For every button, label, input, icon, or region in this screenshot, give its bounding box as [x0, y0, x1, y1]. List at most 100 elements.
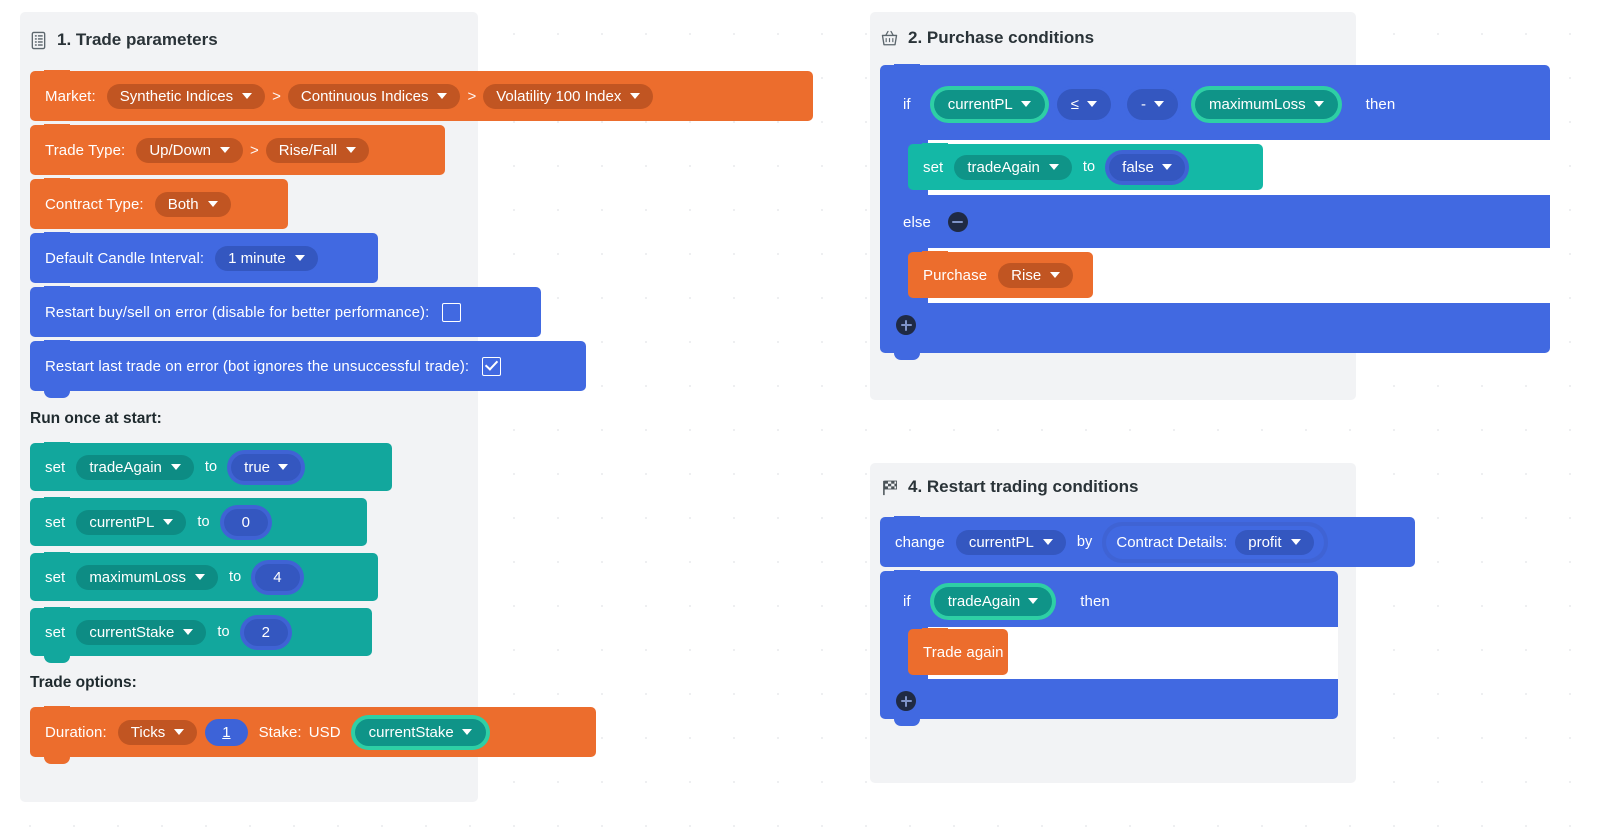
- chevron-down-icon: [195, 574, 205, 580]
- variable-dropdown-tradeAgain[interactable]: tradeAgain: [954, 154, 1072, 180]
- number-value[interactable]: 0: [241, 513, 250, 531]
- contract-type-label: Contract Type:: [45, 195, 144, 213]
- contract-type-dropdown[interactable]: Both: [154, 191, 231, 217]
- chevron-down-icon: [278, 464, 289, 470]
- block-contract-type[interactable]: Contract Type: Both: [30, 178, 288, 229]
- duration-label: Duration:: [45, 723, 107, 741]
- block-set-currentStake[interactable]: set currentStake to 2: [30, 607, 372, 663]
- by-keyword: by: [1076, 534, 1093, 550]
- duration-value-input[interactable]: 1: [205, 718, 248, 746]
- block-trade-again[interactable]: Trade again: [908, 628, 1008, 675]
- if-condition-socket[interactable]: tradeAgain: [929, 582, 1057, 620]
- comparison-operator-dropdown[interactable]: ≤: [1056, 88, 1111, 120]
- value-socket-number[interactable]: 2: [239, 614, 292, 650]
- contract-details-socket[interactable]: Contract Details: profit: [1102, 521, 1328, 563]
- candle-interval-label: Default Candle Interval:: [45, 249, 205, 267]
- condition-left-socket[interactable]: currentPL: [929, 85, 1049, 123]
- then-keyword: then: [1080, 592, 1110, 610]
- negation-operator-dropdown[interactable]: -: [1126, 88, 1178, 120]
- market-label: Market:: [45, 87, 96, 105]
- block-trade-options[interactable]: Duration: Ticks 1 Stake: USD currentStak…: [30, 706, 596, 764]
- block-set-maximumLoss[interactable]: set maximumLoss to 4: [30, 552, 378, 601]
- variable-dropdown-tradeAgain[interactable]: tradeAgain: [76, 454, 194, 480]
- chevron-down-icon: [207, 201, 218, 207]
- block-set-tradeAgain-false[interactable]: set tradeAgain to false: [908, 143, 1263, 190]
- stake-label: Stake:: [258, 723, 302, 741]
- number-value[interactable]: 2: [261, 623, 270, 641]
- block-restart-buysell-on-error[interactable]: Restart buy/sell on error (disable for b…: [30, 286, 541, 337]
- trade-type-dropdown-2[interactable]: Rise/Fall: [265, 137, 370, 163]
- restart-last-trade-checkbox[interactable]: [482, 356, 502, 376]
- market-dropdown-1[interactable]: Synthetic Indices: [106, 83, 266, 109]
- shopping-basket-icon: [880, 29, 899, 48]
- set-keyword: set: [45, 568, 66, 586]
- number-value[interactable]: 4: [273, 568, 282, 586]
- variable-dropdown-currentPL[interactable]: currentPL: [76, 509, 187, 535]
- chevron-down-icon: [1313, 101, 1324, 107]
- change-keyword: change: [895, 533, 945, 551]
- market-separator-1: >: [272, 87, 281, 105]
- chevron-down-icon: [242, 93, 253, 99]
- trade-type-dropdown-1[interactable]: Up/Down: [136, 137, 244, 163]
- restart-last-trade-label: Restart last trade on error (bot ignores…: [45, 357, 470, 375]
- set-keyword: set: [45, 513, 66, 531]
- duration-unit-dropdown[interactable]: Ticks: [117, 719, 198, 745]
- contract-details-label: Contract Details:: [1116, 533, 1228, 551]
- block-candle-interval[interactable]: Default Candle Interval: 1 minute: [30, 232, 378, 283]
- boolean-value: true: [244, 458, 271, 476]
- chevron-down-icon: [163, 519, 174, 525]
- chevron-down-icon: [437, 93, 448, 99]
- chevron-down-icon: [630, 93, 641, 99]
- condition-right-variable: maximumLoss: [1208, 95, 1306, 113]
- value-socket-number[interactable]: 4: [251, 559, 304, 595]
- then-keyword: then: [1365, 95, 1396, 113]
- row-if-mutator: [888, 306, 1008, 344]
- else-keyword: else: [903, 213, 931, 231]
- market-dropdown-2[interactable]: Continuous Indices: [287, 83, 461, 109]
- block-trade-type[interactable]: Trade Type: Up/Down > Rise/Fall: [30, 124, 445, 175]
- negation-operator-socket[interactable]: -: [1123, 85, 1181, 123]
- section-title-text: 2. Purchase conditions: [908, 28, 1095, 47]
- currency-label: USD: [308, 723, 341, 741]
- purchase-keyword: Purchase: [923, 266, 988, 284]
- block-restart-last-trade-on-error[interactable]: Restart last trade on error (bot ignores…: [30, 340, 586, 398]
- mutator-plus-button[interactable]: [896, 691, 916, 711]
- purchase-type-dropdown[interactable]: Rise: [998, 262, 1074, 288]
- market-separator-2: >: [467, 87, 477, 105]
- block-change-currentPL[interactable]: change currentPL by Contract Details: pr…: [880, 516, 1415, 567]
- restart-buysell-checkbox[interactable]: [442, 302, 462, 322]
- contract-details-dropdown[interactable]: profit: [1235, 529, 1314, 555]
- variable-dropdown-currentPL[interactable]: currentPL: [955, 529, 1066, 555]
- block-market[interactable]: Market: Synthetic Indices > Continuous I…: [30, 70, 813, 121]
- market-dropdown-3[interactable]: Volatility 100 Index: [483, 83, 654, 109]
- value-socket-number[interactable]: 0: [219, 504, 272, 540]
- chevron-down-icon: [174, 729, 185, 735]
- set-keyword: set: [45, 623, 66, 641]
- row-restart-mutator: [888, 682, 1008, 720]
- condition-right-socket[interactable]: maximumLoss: [1190, 85, 1342, 123]
- to-keyword: to: [1082, 159, 1096, 175]
- mutator-minus-button[interactable]: [947, 212, 968, 232]
- chevron-down-icon: [346, 147, 357, 153]
- comparison-operator-socket[interactable]: ≤: [1053, 85, 1114, 123]
- row-if-tradeAgain: if tradeAgain then: [888, 577, 1328, 625]
- mutator-plus-button[interactable]: [896, 315, 916, 335]
- block-purchase[interactable]: Purchase Rise: [908, 251, 1093, 298]
- section-header-purchase-conditions: 2. Purchase conditions: [880, 28, 1094, 48]
- section-title-text: 4. Restart trading conditions: [908, 477, 1139, 496]
- block-set-currentPL[interactable]: set currentPL to 0: [30, 497, 367, 546]
- value-socket-boolean[interactable]: false: [1105, 149, 1189, 185]
- block-set-tradeAgain[interactable]: set tradeAgain to true: [30, 442, 392, 491]
- to-keyword: to: [217, 624, 230, 640]
- value-socket-boolean[interactable]: true: [227, 449, 306, 485]
- variable-dropdown-currentStake[interactable]: currentStake: [76, 619, 207, 645]
- chevron-down-icon: [1290, 539, 1301, 545]
- restart-buysell-label: Restart buy/sell on error (disable for b…: [45, 303, 430, 321]
- variable-dropdown-maximumLoss[interactable]: maximumLoss: [76, 564, 218, 590]
- comparison-operator-value: ≤: [1070, 95, 1079, 113]
- chevron-down-icon: [1086, 101, 1097, 107]
- stake-variable-socket[interactable]: currentStake: [350, 714, 490, 750]
- chevron-down-icon: [1042, 539, 1053, 545]
- negation-operator-value: -: [1140, 95, 1146, 113]
- candle-interval-dropdown[interactable]: 1 minute: [215, 245, 318, 271]
